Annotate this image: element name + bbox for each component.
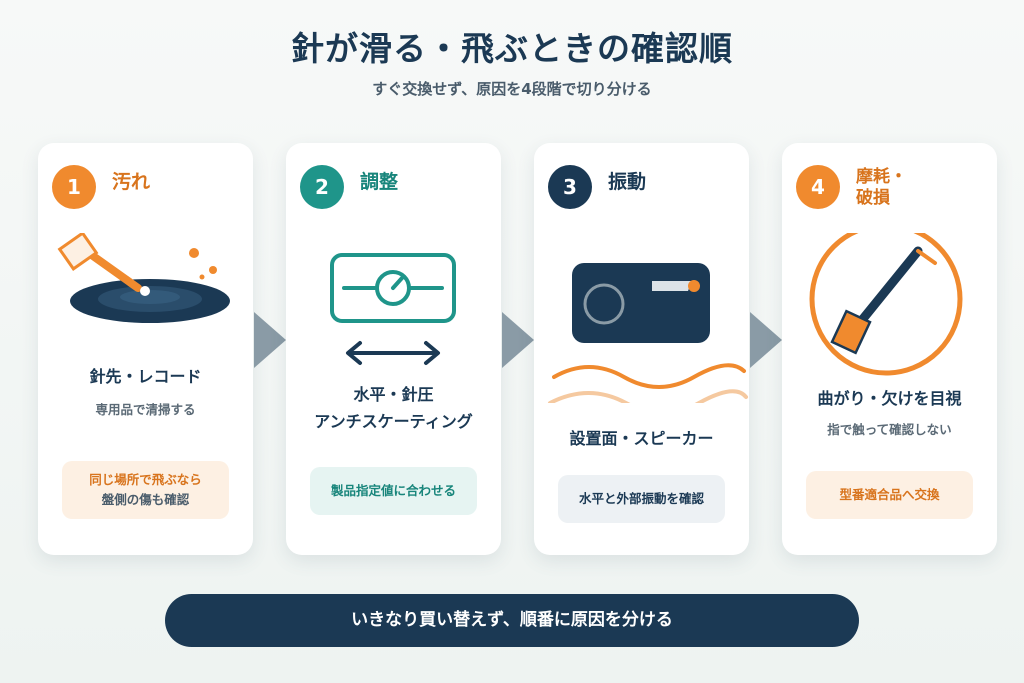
step-card-2: 2 調整 水平・針圧 アンチスケーティング 製品指定値に合わせる	[286, 143, 501, 555]
summary-banner: いきなり買い替えず、順番に原因を分ける	[165, 594, 859, 647]
step-label: 調整	[360, 171, 399, 193]
gauge-dial-icon	[286, 233, 501, 403]
step-note: 水平と外部振動を確認	[558, 475, 725, 523]
page-title: 針が滑る・飛ぶときの確認順	[291, 29, 733, 68]
stylus-on-record-icon	[38, 233, 253, 403]
step-note: 型番適合品へ交換	[806, 471, 973, 519]
step-label-line-2: 破損	[856, 188, 890, 208]
step-note: 同じ場所で飛ぶなら 盤側の傷も確認	[62, 461, 229, 519]
step-note: 製品指定値に合わせる	[310, 467, 477, 515]
step-label-line-1: 摩耗・	[856, 167, 907, 187]
page-subtitle: すぐ交換せず、原因を4段階で切り分ける	[372, 80, 652, 98]
step-note-line-1: 同じ場所で飛ぶなら	[89, 472, 202, 487]
arrow-right-icon	[502, 312, 534, 368]
step-card-4: 4 摩耗・ 破損 曲がり・欠けを目視 指で触って確認しない 型番適合品へ交換	[782, 143, 997, 555]
stylus-magnified-icon	[782, 233, 997, 403]
arrow-right-icon	[254, 312, 286, 368]
step-card-3: 3 振動 設置面・スピーカー 水平と外部振動を確認	[534, 143, 749, 555]
step-note-line-2: 盤側の傷も確認	[101, 492, 190, 507]
step-description: 指で触って確認しない	[827, 422, 952, 437]
arrow-right-icon	[750, 312, 782, 368]
step-heading-line-2: アンチスケーティング	[314, 412, 473, 431]
step-number-badge: 3	[548, 165, 592, 209]
step-heading: 設置面・スピーカー	[569, 429, 714, 448]
step-number-badge: 2	[300, 165, 344, 209]
step-label: 汚れ	[112, 171, 151, 193]
step-label: 振動	[608, 171, 647, 193]
step-number-badge: 1	[52, 165, 96, 209]
step-label: 摩耗・ 破損	[856, 167, 907, 209]
step-heading: 針先・レコード	[89, 367, 202, 386]
step-heading-line-1: 水平・針圧	[353, 385, 434, 404]
step-heading: 曲がり・欠けを目視	[817, 389, 962, 408]
step-description: 専用品で清掃する	[95, 402, 196, 417]
step-card-1: 1 汚れ 針先・レコード 専用品で清掃する 同じ場所で飛ぶなら 盤側の傷も確認	[38, 143, 253, 555]
step-number-badge: 4	[796, 165, 840, 209]
speaker-vibration-icon	[534, 233, 749, 403]
